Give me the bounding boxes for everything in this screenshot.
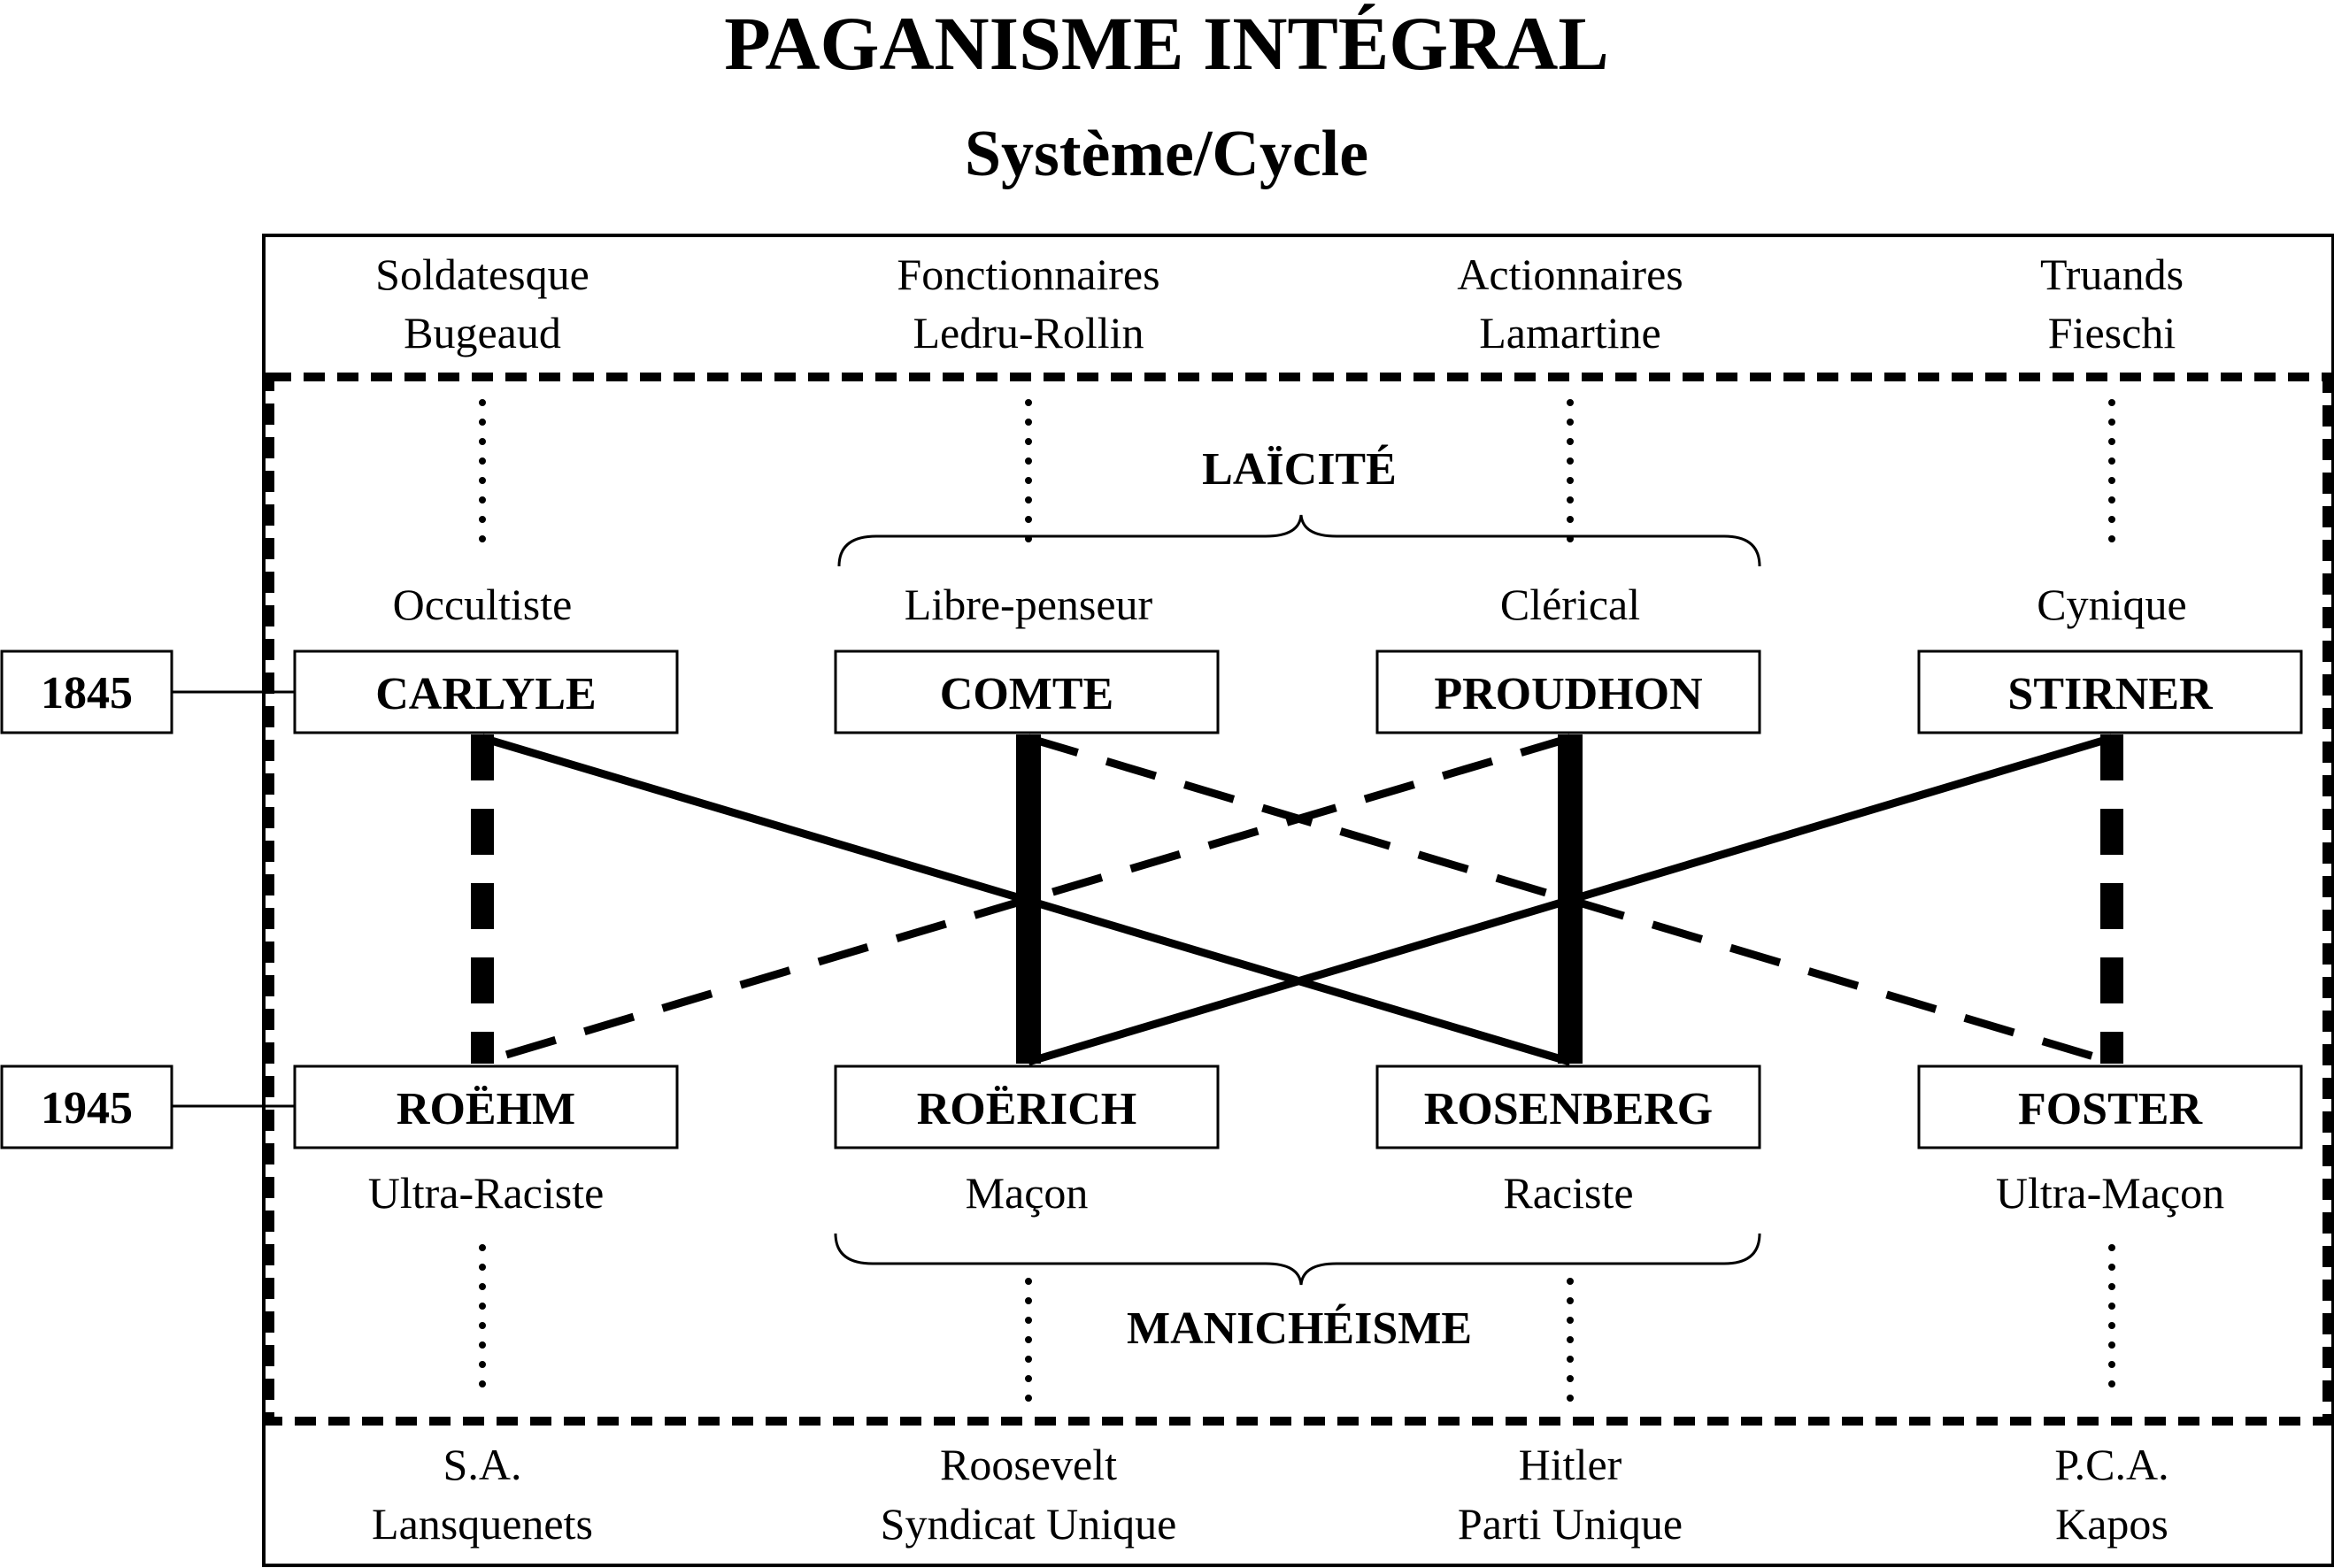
top-label-1-line2: Bugeaud — [404, 308, 561, 357]
box-proudhon — [1375, 649, 1761, 734]
upper-brace — [837, 514, 1761, 567]
bottom-label-2-line2: Syndicat Unique — [881, 1499, 1177, 1549]
relation-carlyle-rosenberg — [481, 734, 1572, 1066]
bottom-label-4-line1: P.C.A. — [2054, 1440, 2168, 1489]
lower-trait-2: Maçon — [966, 1168, 1089, 1218]
box-carlyle — [293, 649, 679, 734]
bottom-label-3-line1: Hitler — [1519, 1440, 1622, 1489]
top-label-2-line2: Ledru-Rollin — [913, 308, 1144, 357]
name-roehm: ROËHM — [397, 1084, 575, 1134]
name-proudhon: PROUDHON — [1434, 669, 1702, 719]
top-label-2-line1: Fonctionnaires — [897, 250, 1159, 299]
box-comte — [834, 649, 1220, 734]
top-label-4-line1: Truands — [2040, 250, 2184, 299]
name-comte: COMTE — [940, 669, 1113, 719]
diagram-subtitle: Système/Cycle — [965, 118, 1368, 190]
year-box-lower — [0, 1065, 173, 1149]
bottom-label-3-line2: Parti Unique — [1458, 1499, 1683, 1549]
bottom-label-4-line2: Kapos — [2055, 1499, 2168, 1549]
lower-trait-3: Raciste — [1503, 1168, 1633, 1218]
name-stirner: STIRNER — [2007, 669, 2214, 719]
year-box-upper — [0, 649, 173, 734]
diagram-title: PAGANISME INTÉGRAL — [724, 1, 1608, 86]
year-label-lower: 1945 — [41, 1083, 133, 1134]
bottom-label-2-line1: Roosevelt — [940, 1440, 1117, 1489]
upper-trait-2: Libre-penseur — [905, 580, 1153, 629]
upper-traits: Occultiste Libre-penseur Clérical Cyniqu… — [393, 580, 2187, 629]
lower-brace — [834, 1233, 1761, 1286]
top-labels: Soldatesque Bugeaud Fonctionnaires Ledru… — [375, 250, 2184, 357]
year-label-upper: 1845 — [41, 668, 133, 719]
bottom-dotted-connectors — [479, 1244, 2115, 1403]
relation-comte-foster — [1027, 734, 2114, 1066]
name-roerich: ROËRICH — [917, 1084, 1136, 1134]
box-foster — [1917, 1065, 2303, 1149]
lower-trait-1: Ultra-Raciste — [368, 1168, 605, 1218]
bottom-label-1-line2: Lansquenets — [372, 1499, 593, 1549]
upper-name-boxes: CARLYLE COMTE PROUDHON STIRNER — [293, 649, 2303, 734]
box-roerich — [834, 1065, 1220, 1149]
upper-trait-4: Cynique — [2037, 580, 2186, 629]
year-markers: 1845 1945 — [0, 649, 295, 1149]
top-label-3-line2: Lamartine — [1479, 308, 1660, 357]
name-foster: FOSTER — [2018, 1084, 2203, 1134]
relation-stirner-roerich — [1027, 734, 2114, 1066]
lower-name-boxes: ROËHM ROËRICH ROSENBERG FOSTER — [293, 1065, 2303, 1149]
upper-trait-3: Clérical — [1500, 580, 1640, 629]
relation-lines — [471, 734, 2123, 1066]
box-stirner — [1917, 649, 2303, 734]
upper-trait-1: Occultiste — [393, 580, 573, 629]
name-carlyle: CARLYLE — [375, 669, 597, 719]
inner-dashed-frame — [266, 373, 2331, 1426]
top-label-4-line2: Fieschi — [2048, 308, 2176, 357]
name-rosenberg: ROSENBERG — [1424, 1084, 1714, 1134]
lower-brace-label: MANICHÉISME — [1127, 1303, 1472, 1354]
top-label-1-line1: Soldatesque — [375, 250, 589, 299]
top-label-3-line1: Actionnaires — [1457, 250, 1683, 299]
upper-brace-label: LAÏCITÉ — [1202, 443, 1397, 495]
box-rosenberg — [1375, 1065, 1761, 1149]
lower-traits: Ultra-Raciste Maçon Raciste Ultra-Maçon — [368, 1168, 2224, 1218]
bottom-labels: S.A. Lansquenets Roosevelt Syndicat Uniq… — [372, 1440, 2169, 1549]
relation-proudhon-roehm — [481, 734, 1572, 1066]
box-roehm — [293, 1065, 679, 1149]
bottom-label-1-line1: S.A. — [443, 1440, 522, 1489]
lower-trait-4: Ultra-Maçon — [1996, 1168, 2224, 1218]
outer-frame — [262, 234, 2334, 1567]
